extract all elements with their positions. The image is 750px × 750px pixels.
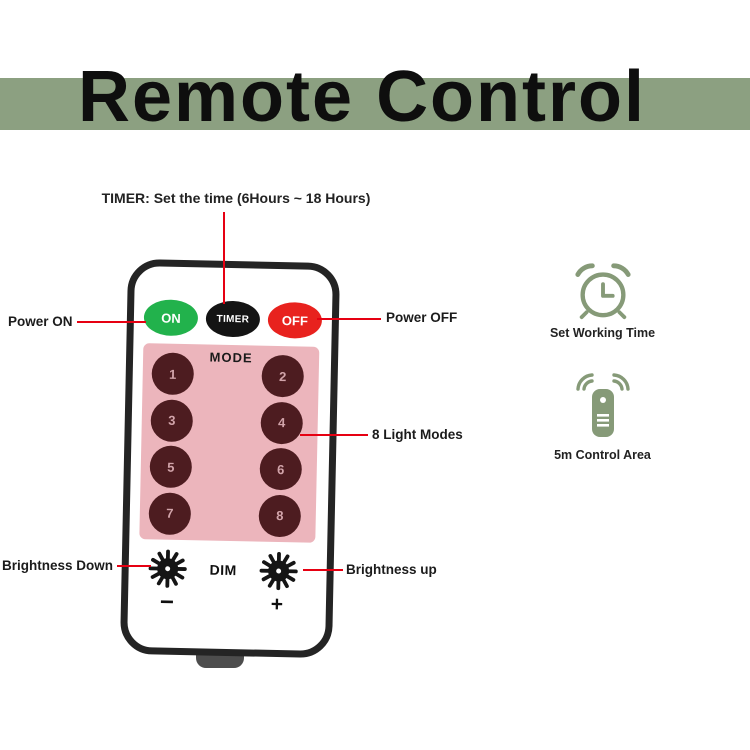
control-area-label: 5m Control Area	[554, 448, 651, 462]
power-on-button: ON	[143, 299, 199, 337]
mode-button-8: 8	[258, 494, 302, 537]
mode-button-4: 4	[260, 401, 304, 445]
mode-button-5: 5	[149, 445, 193, 489]
minus-label: −	[159, 588, 175, 616]
timer-pointer-line	[223, 212, 225, 304]
annotation-light-modes: 8 Light Modes	[372, 427, 463, 442]
mode-button-2: 2	[261, 354, 305, 398]
sun-brightness-icon	[148, 549, 187, 588]
annotation-power-on: Power ON	[8, 314, 73, 329]
brightness-sign-row: − +	[138, 589, 315, 619]
annotation-power-off: Power OFF	[386, 310, 458, 325]
mode-button-6: 6	[259, 447, 303, 491]
timer-note: TIMER: Set the time (6Hours ~ 18 Hours)	[101, 190, 371, 206]
sun-brightness-icon	[259, 551, 298, 591]
brightness-up-pointer-line	[303, 569, 343, 571]
timer-button: TIMER	[205, 300, 261, 338]
plus-label: +	[270, 592, 284, 617]
mode-button-3: 3	[150, 398, 194, 442]
mode-panel: MODE 1 2 3 4 5 6 7 8	[139, 343, 320, 543]
brightness-down-pointer-line	[117, 565, 151, 567]
remote-control: ON TIMER OFF MODE 1 2 3 4 5 6 7 8	[119, 258, 341, 659]
power-off-pointer-line	[317, 318, 381, 320]
alarm-clock-icon	[574, 263, 631, 320]
working-time-block: Set Working Time	[535, 260, 670, 340]
remote-signal-icon	[575, 373, 630, 437]
power-on-pointer-line	[77, 321, 146, 323]
dim-label: DIM	[209, 561, 237, 579]
power-button-row: ON TIMER OFF	[134, 299, 333, 339]
mode-button-7: 7	[148, 491, 192, 535]
annotation-brightness-down: Brightness Down	[2, 558, 114, 573]
working-time-label: Set Working Time	[549, 326, 656, 340]
power-off-button: OFF	[267, 301, 323, 339]
annotation-brightness-up: Brightness up	[346, 562, 437, 577]
page-title: Remote Control	[78, 57, 646, 137]
control-area-block: 5m Control Area	[535, 368, 670, 462]
mode-button-grid: 1 2 3 4 5 6 7 8	[148, 352, 305, 537]
mode-button-1: 1	[151, 352, 195, 396]
title-band	[0, 78, 750, 130]
brightness-down-button	[146, 547, 189, 590]
brightness-up-button	[257, 550, 300, 593]
dim-row: DIM	[138, 547, 315, 593]
light-modes-pointer-line	[300, 434, 368, 436]
